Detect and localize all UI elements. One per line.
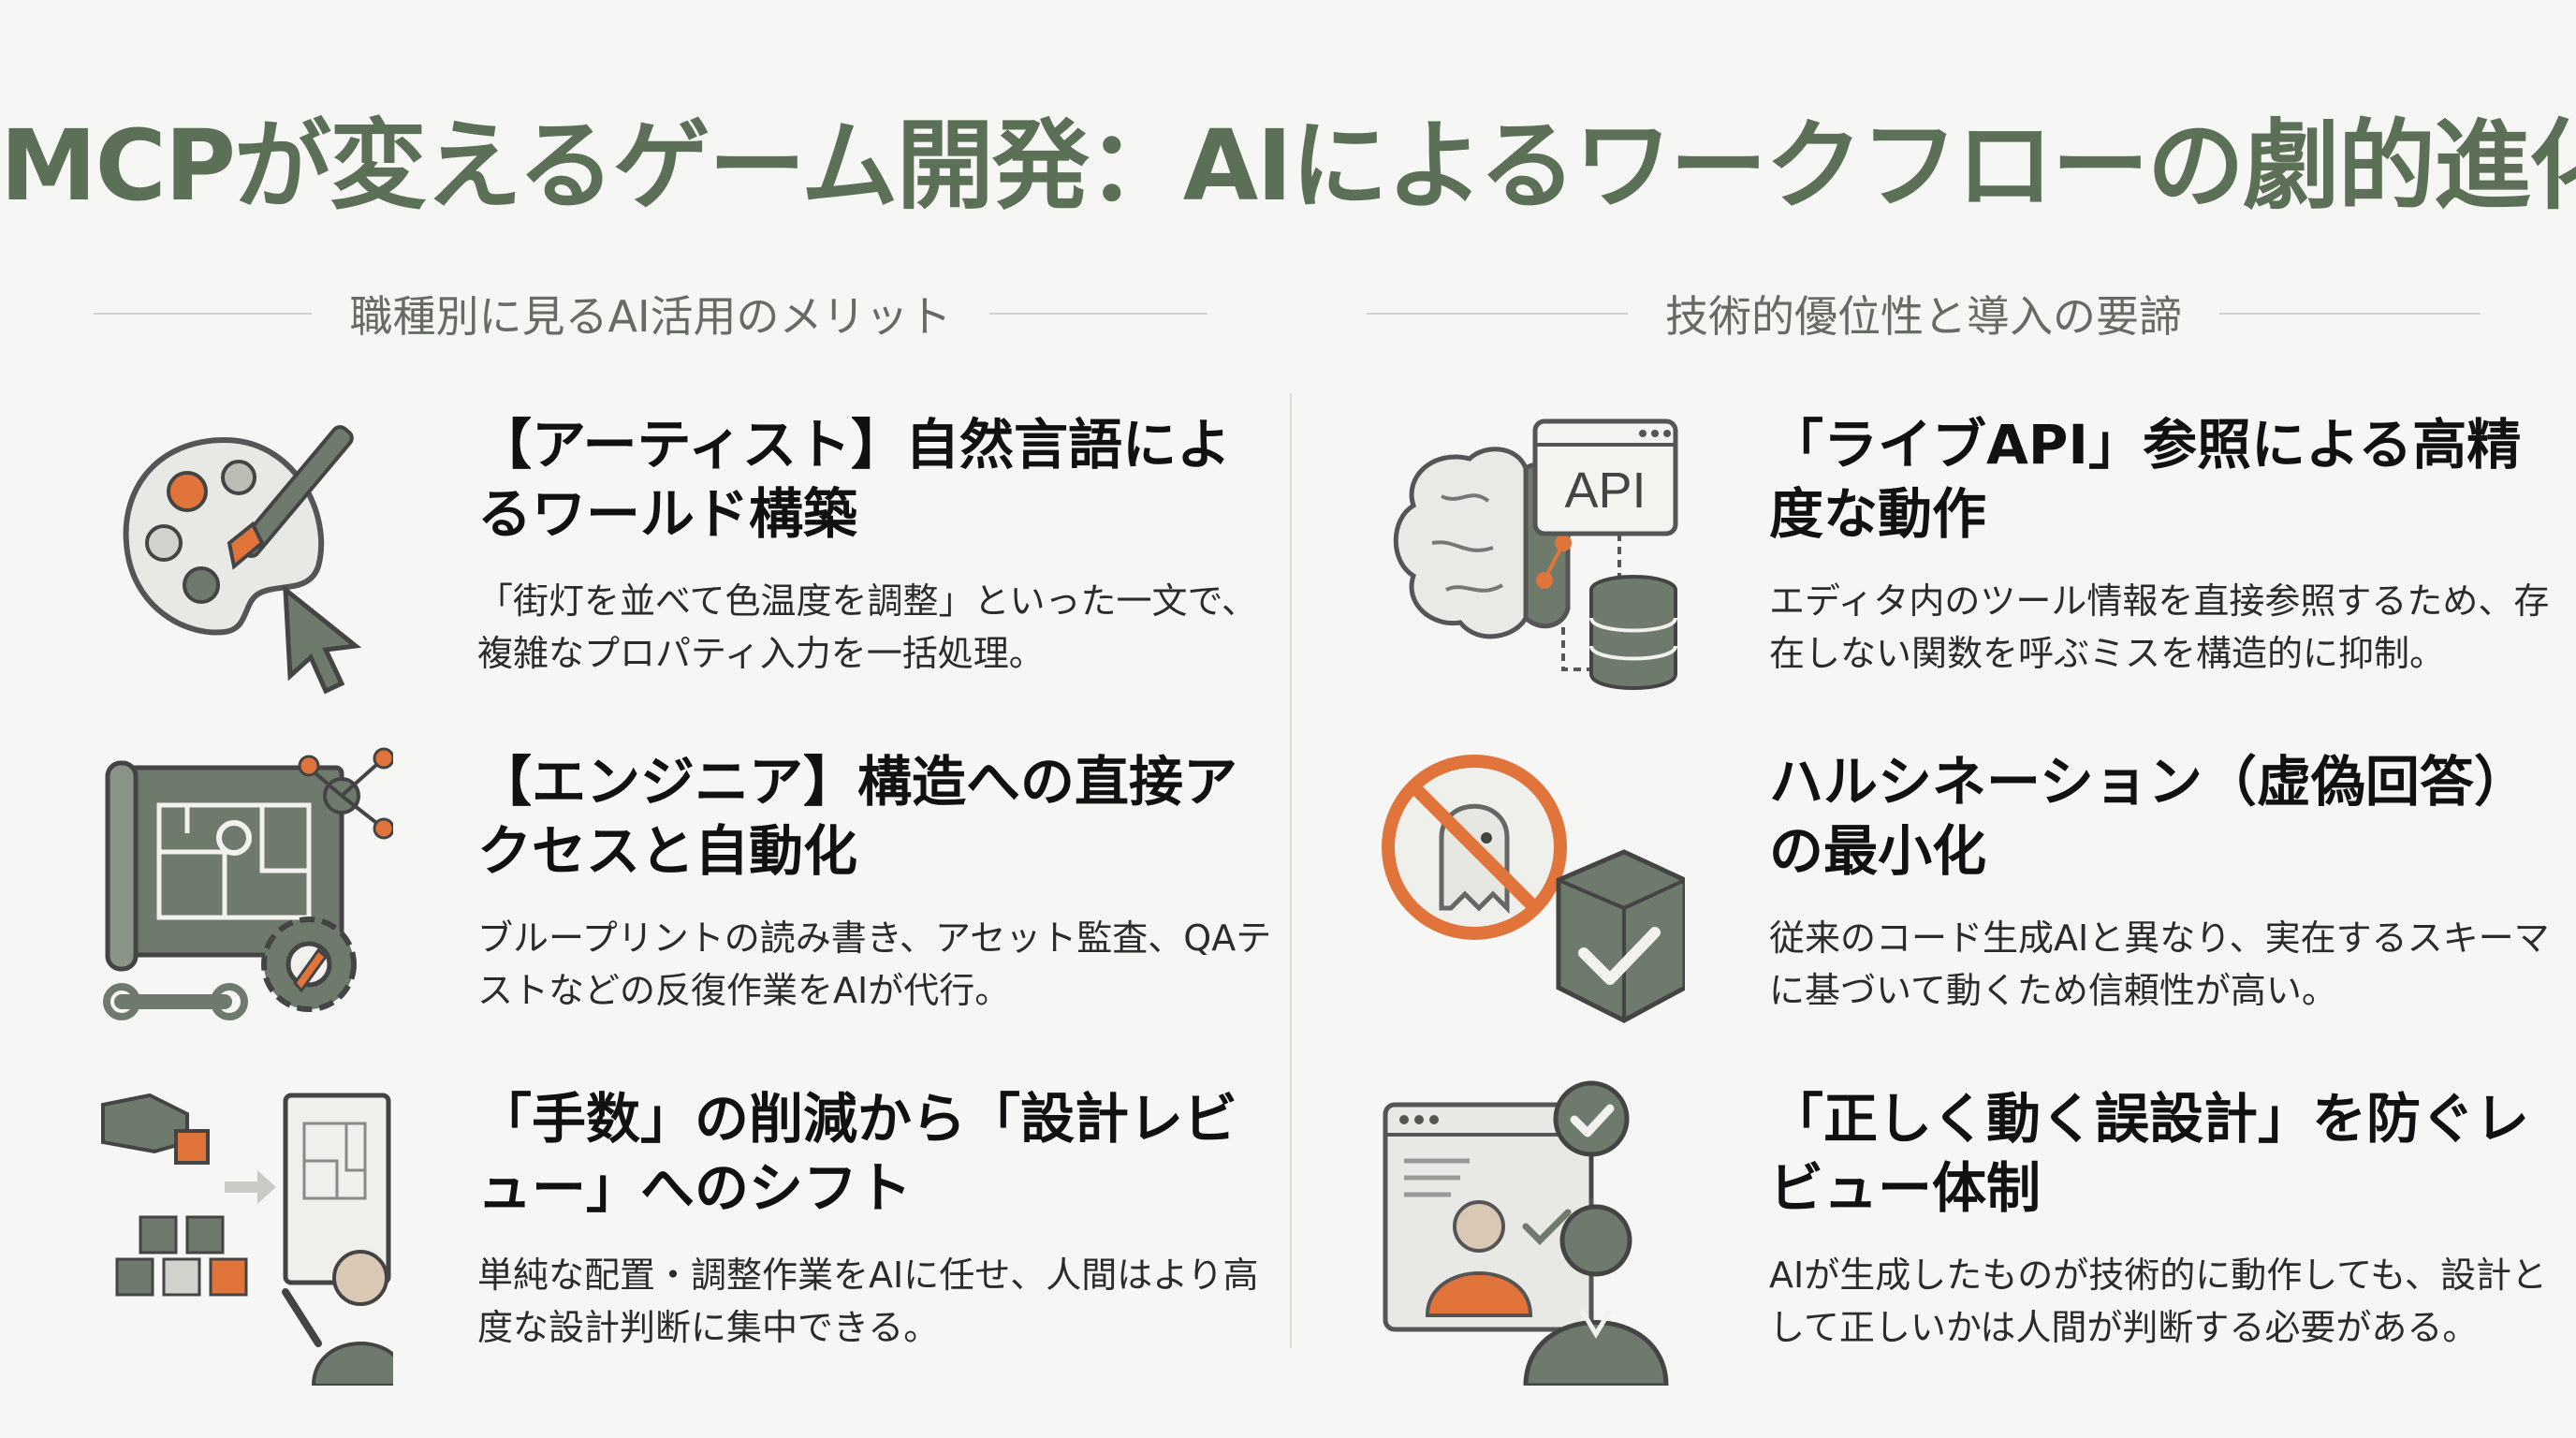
left-header-rule-left [94, 313, 313, 315]
card-review-shift: 「手数」の削減から「設計レビュー」へのシフト 単純な配置・調整作業をAIに任せ、… [84, 1077, 1282, 1387]
card-heading: 「手数」の削減から「設計レビュー」へのシフト [477, 1087, 1238, 1220]
right-header-rule-right [2219, 313, 2481, 315]
card-description: 単純な配置・調整作業をAIに任せ、人間はより高度な設計判断に集中できる。 [477, 1255, 1259, 1348]
card-heading: 【エンジニア】構造への直接アクセスと自動化 [477, 750, 1238, 883]
palette-brush-cursor-icon [84, 403, 393, 712]
card-description: 「街灯を並べて色温度を調整」といった一文で、複雑なプロパティ入力を一括処理。 [477, 580, 1257, 674]
api-label: API [1564, 462, 1646, 519]
right-section-header: 技術的優位性と導入の要諦 [1367, 281, 2481, 346]
blocks-blueprint-review-icon [84, 1077, 410, 1387]
left-header-rule-right [988, 313, 1208, 315]
no-ghost-verified-box-icon [1376, 740, 1688, 1049]
left-section-label: 職種別に見るAI活用のメリット [349, 291, 952, 342]
right-header-rule-left [1367, 313, 1628, 315]
brain-api-database-icon: API [1376, 403, 1685, 712]
card-description: ブループリントの読み書き、アセット監査、QAテストなどの反復作業をAIが代行。 [477, 917, 1272, 1011]
reviewer-approval-icon [1376, 1077, 1685, 1388]
card-artist: 【アーティスト】自然言語によるワールド構築 「街灯を並べて色温度を調整」といった… [84, 403, 1282, 712]
card-heading: ハルシネーション（虚偽回答）の最小化 [1769, 750, 2528, 883]
card-description: 従来のコード生成AIと異なり、実在するスキーマに基づいて動くため信頼性が高い。 [1769, 917, 2550, 1011]
column-divider [1290, 393, 1292, 1348]
card-description: AIが生成したものが技術的に動作しても、設計として正しいかは人間が判断する必要が… [1769, 1255, 2548, 1348]
blueprint-gear-icon [84, 740, 395, 1049]
card-hallucination: ハルシネーション（虚偽回答）の最小化 従来のコード生成AIと異なり、実在するスキ… [1376, 740, 2574, 1049]
card-heading: 「正しく動く誤設計」を防ぐレビュー体制 [1769, 1087, 2530, 1220]
page-title: MCPが変えるゲーム開発：AIによるワークフローの劇的進化 [0, 109, 2576, 223]
card-heading: 「ライブAPI」参照による高精度な動作 [1769, 413, 2522, 546]
card-description: エディタ内のツール情報を直接参照するため、存在しない関数を呼ぶミスを構造的に抑制… [1769, 580, 2550, 674]
card-engineer: 【エンジニア】構造への直接アクセスと自動化 ブループリントの読み書き、アセット監… [84, 740, 1282, 1049]
card-heading: 【アーティスト】自然言語によるワールド構築 [477, 413, 1232, 546]
left-section-header: 職種別に見るAI活用のメリット [94, 281, 1208, 346]
right-section-label: 技術的優位性と導入の要諦 [1665, 291, 2182, 342]
card-review-system: 「正しく動く誤設計」を防ぐレビュー体制 AIが生成したものが技術的に動作しても、… [1376, 1077, 2574, 1388]
card-live-api: API 「ライブAPI」参照による高精度な動作 エディタ内のツール情報を直接参照… [1376, 403, 2574, 712]
